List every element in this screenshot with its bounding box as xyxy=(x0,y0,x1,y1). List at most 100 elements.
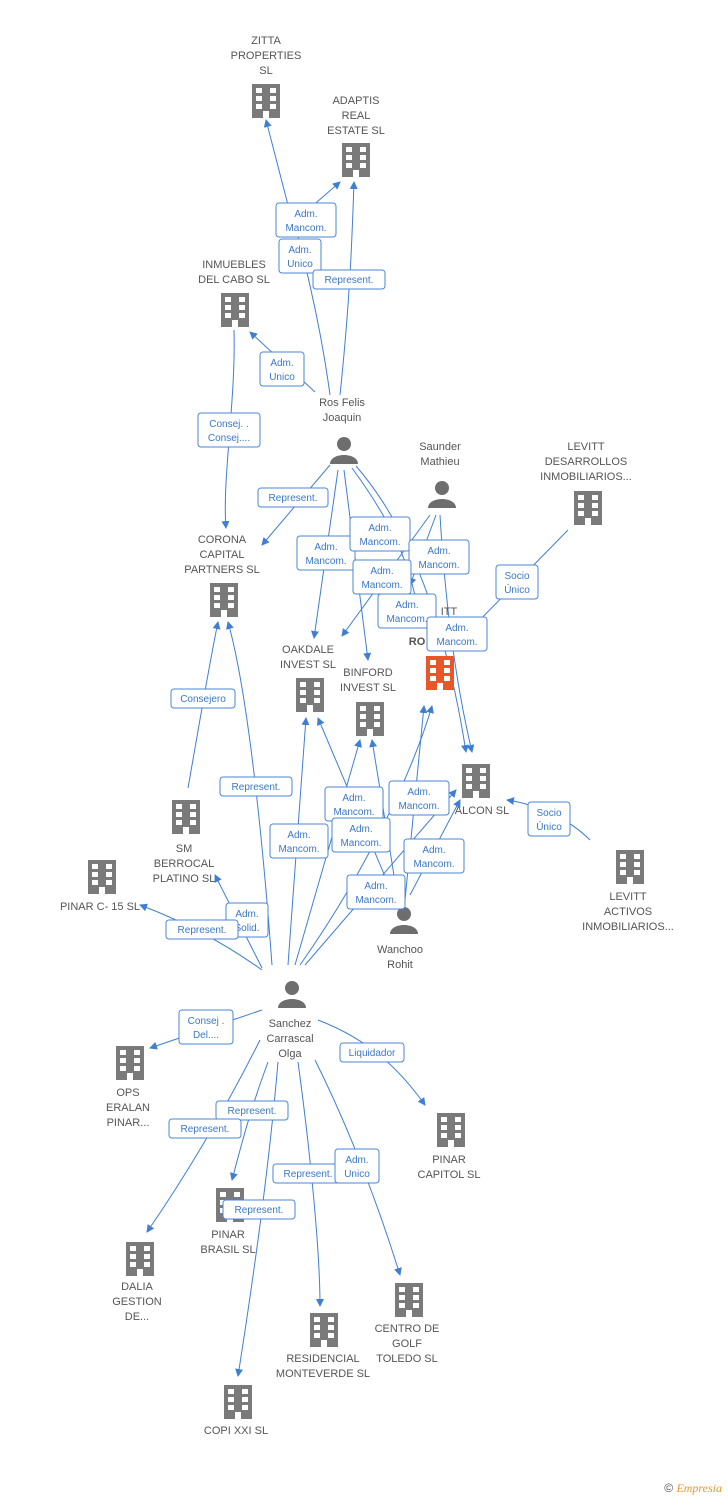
edge-label[interactable]: Adm. Mancom. xyxy=(346,874,406,910)
node-label: ESTATE SL xyxy=(327,125,385,137)
edge-label[interactable]: Represent. xyxy=(257,487,329,508)
company-node-adaptis[interactable] xyxy=(342,143,370,177)
building-icon xyxy=(221,293,249,327)
node-label: ADAPTIS xyxy=(332,95,379,107)
edge-line xyxy=(263,119,289,206)
company-node-oakdale[interactable] xyxy=(296,678,324,712)
person-node-wanchoo[interactable] xyxy=(390,907,418,934)
node-label: CORONA xyxy=(198,534,247,546)
edge-label[interactable]: Represent. xyxy=(312,269,386,290)
company-node-dalia[interactable] xyxy=(126,1242,154,1276)
edge-label-text: Mancom. xyxy=(285,223,326,234)
company-node-focus[interactable] xyxy=(426,656,454,690)
node-label: ERALAN xyxy=(106,1102,150,1114)
edge-label[interactable]: Adm. Mancom. xyxy=(352,559,412,595)
edge-label[interactable]: Liquidador xyxy=(339,1042,405,1063)
edge-label[interactable]: Adm. Mancom. xyxy=(403,838,465,874)
node-label: COPI XXI SL xyxy=(204,1425,268,1437)
person-node-sanchez[interactable] xyxy=(278,981,306,1008)
company-node-pinar-c15[interactable] xyxy=(88,860,116,894)
edge-label[interactable]: Adm. Mancom. xyxy=(275,202,337,238)
edge-label-text: Del.... xyxy=(193,1030,219,1041)
edge-label-text: Represent. xyxy=(235,1205,284,1216)
node-label: DESARROLLOS xyxy=(545,456,628,468)
brand-logo[interactable]: Empresia xyxy=(676,1481,722,1495)
edge-label[interactable]: Adm. Unico xyxy=(334,1148,380,1184)
edges xyxy=(139,119,591,1377)
edge-label-text: Mancom. xyxy=(418,560,459,571)
edge-label[interactable]: Adm. Unico xyxy=(278,238,322,274)
edge-label[interactable]: Represent. xyxy=(215,1100,289,1121)
company-node-zitta[interactable] xyxy=(252,84,280,118)
node-label: PINAR C- 15 SL xyxy=(60,901,140,913)
edge-label-text: Unico xyxy=(287,259,313,270)
edge-label-text: Adm. xyxy=(407,787,430,798)
building-icon xyxy=(616,850,644,884)
edge-label[interactable]: Adm. Mancom. xyxy=(388,780,450,816)
edge-label-text: Adm. xyxy=(270,358,293,369)
person-icon xyxy=(330,437,358,464)
edge-label[interactable]: Adm. Mancom. xyxy=(324,786,384,822)
company-node-binford[interactable] xyxy=(356,702,384,736)
edge-label[interactable]: Socio Único xyxy=(527,801,571,837)
edge-line xyxy=(297,1061,324,1307)
edge-label-text: Represent. xyxy=(178,925,227,936)
company-node-copi[interactable] xyxy=(224,1385,252,1419)
company-node-residencial[interactable] xyxy=(310,1313,338,1347)
edge-label-text: Adm. xyxy=(427,546,450,557)
building-icon xyxy=(126,1242,154,1276)
edge-label[interactable]: Adm. Mancom. xyxy=(426,616,488,652)
person-node-saunder[interactable] xyxy=(428,481,456,508)
node-label: DALIA xyxy=(121,1281,153,1293)
company-node-centro-golf[interactable] xyxy=(395,1283,423,1317)
edge-label[interactable]: Consej. . Consej.... xyxy=(197,412,261,448)
company-node-pinar-capitol[interactable] xyxy=(437,1113,465,1147)
edge-label[interactable]: Adm. Mancom. xyxy=(296,535,356,571)
edge-label[interactable]: Consejero xyxy=(170,688,236,709)
company-node-levitt-desarrollos[interactable] xyxy=(574,491,602,525)
edge-label-text: Mancom. xyxy=(305,556,346,567)
company-node-ops-eralan[interactable] xyxy=(116,1046,144,1080)
edge-label[interactable]: Consej . Del.... xyxy=(178,1009,234,1045)
edge-labels: Adm. Mancom. Adm. Unico Represent. Adm. … xyxy=(165,202,571,1220)
edge-label-text: Consejero xyxy=(180,694,226,705)
edge-label[interactable]: Adm. Mancom. xyxy=(408,539,470,575)
company-node-levitt-activos[interactable] xyxy=(616,850,644,884)
node-label: CAPITOL SL xyxy=(418,1169,481,1181)
edge-label[interactable]: Represent. xyxy=(219,776,293,797)
node-label: PLATINO SL xyxy=(153,873,216,885)
edge-label-text: Represent. xyxy=(325,275,374,286)
edge-label[interactable]: Represent. xyxy=(222,1199,296,1220)
node-label: ITT xyxy=(441,606,458,618)
edge-label-text: Mancom. xyxy=(386,614,427,625)
edge-label-text: Adm. xyxy=(368,523,391,534)
building-icon xyxy=(395,1283,423,1317)
edge-label[interactable]: Adm. Mancom. xyxy=(349,516,411,552)
node-label: PINAR xyxy=(211,1229,245,1241)
node-label: BRASIL SL xyxy=(200,1244,255,1256)
edge-label[interactable]: Socio Único xyxy=(495,564,539,600)
edge-label-text: Unico xyxy=(269,372,295,383)
edge-label[interactable]: Adm. Unico xyxy=(259,351,305,387)
edge-label[interactable]: Adm. Mancom. xyxy=(269,823,329,859)
node-label: DEL CABO SL xyxy=(198,274,270,286)
person-icon xyxy=(428,481,456,508)
company-node-corona[interactable] xyxy=(210,583,238,617)
edge-label[interactable]: Adm. Mancom. xyxy=(331,817,391,853)
company-node-inmuebles[interactable] xyxy=(221,293,249,327)
nodes: ZITTA PROPERTIES SL ADAPTIS REAL ESTATE … xyxy=(60,35,674,1437)
company-node-falcon[interactable] xyxy=(462,764,490,798)
company-node-sm-berrocal[interactable] xyxy=(172,800,200,834)
edge-label-text: Adm. xyxy=(422,845,445,856)
edge-label-text: Adm. xyxy=(294,209,317,220)
edge-label[interactable]: Represent. xyxy=(272,1163,344,1184)
building-icon xyxy=(172,800,200,834)
edge-label[interactable]: Represent. xyxy=(165,919,239,940)
edge-label-text: Mancom. xyxy=(333,807,374,818)
person-node-ros[interactable] xyxy=(330,437,358,464)
edge-label[interactable]: Adm. Mancom. xyxy=(377,593,437,629)
edge-label[interactable]: Represent. xyxy=(168,1118,242,1139)
edge-label-text: Mancom. xyxy=(361,580,402,591)
edge-label-text: Represent. xyxy=(228,1106,277,1117)
edge-line xyxy=(229,1061,269,1181)
